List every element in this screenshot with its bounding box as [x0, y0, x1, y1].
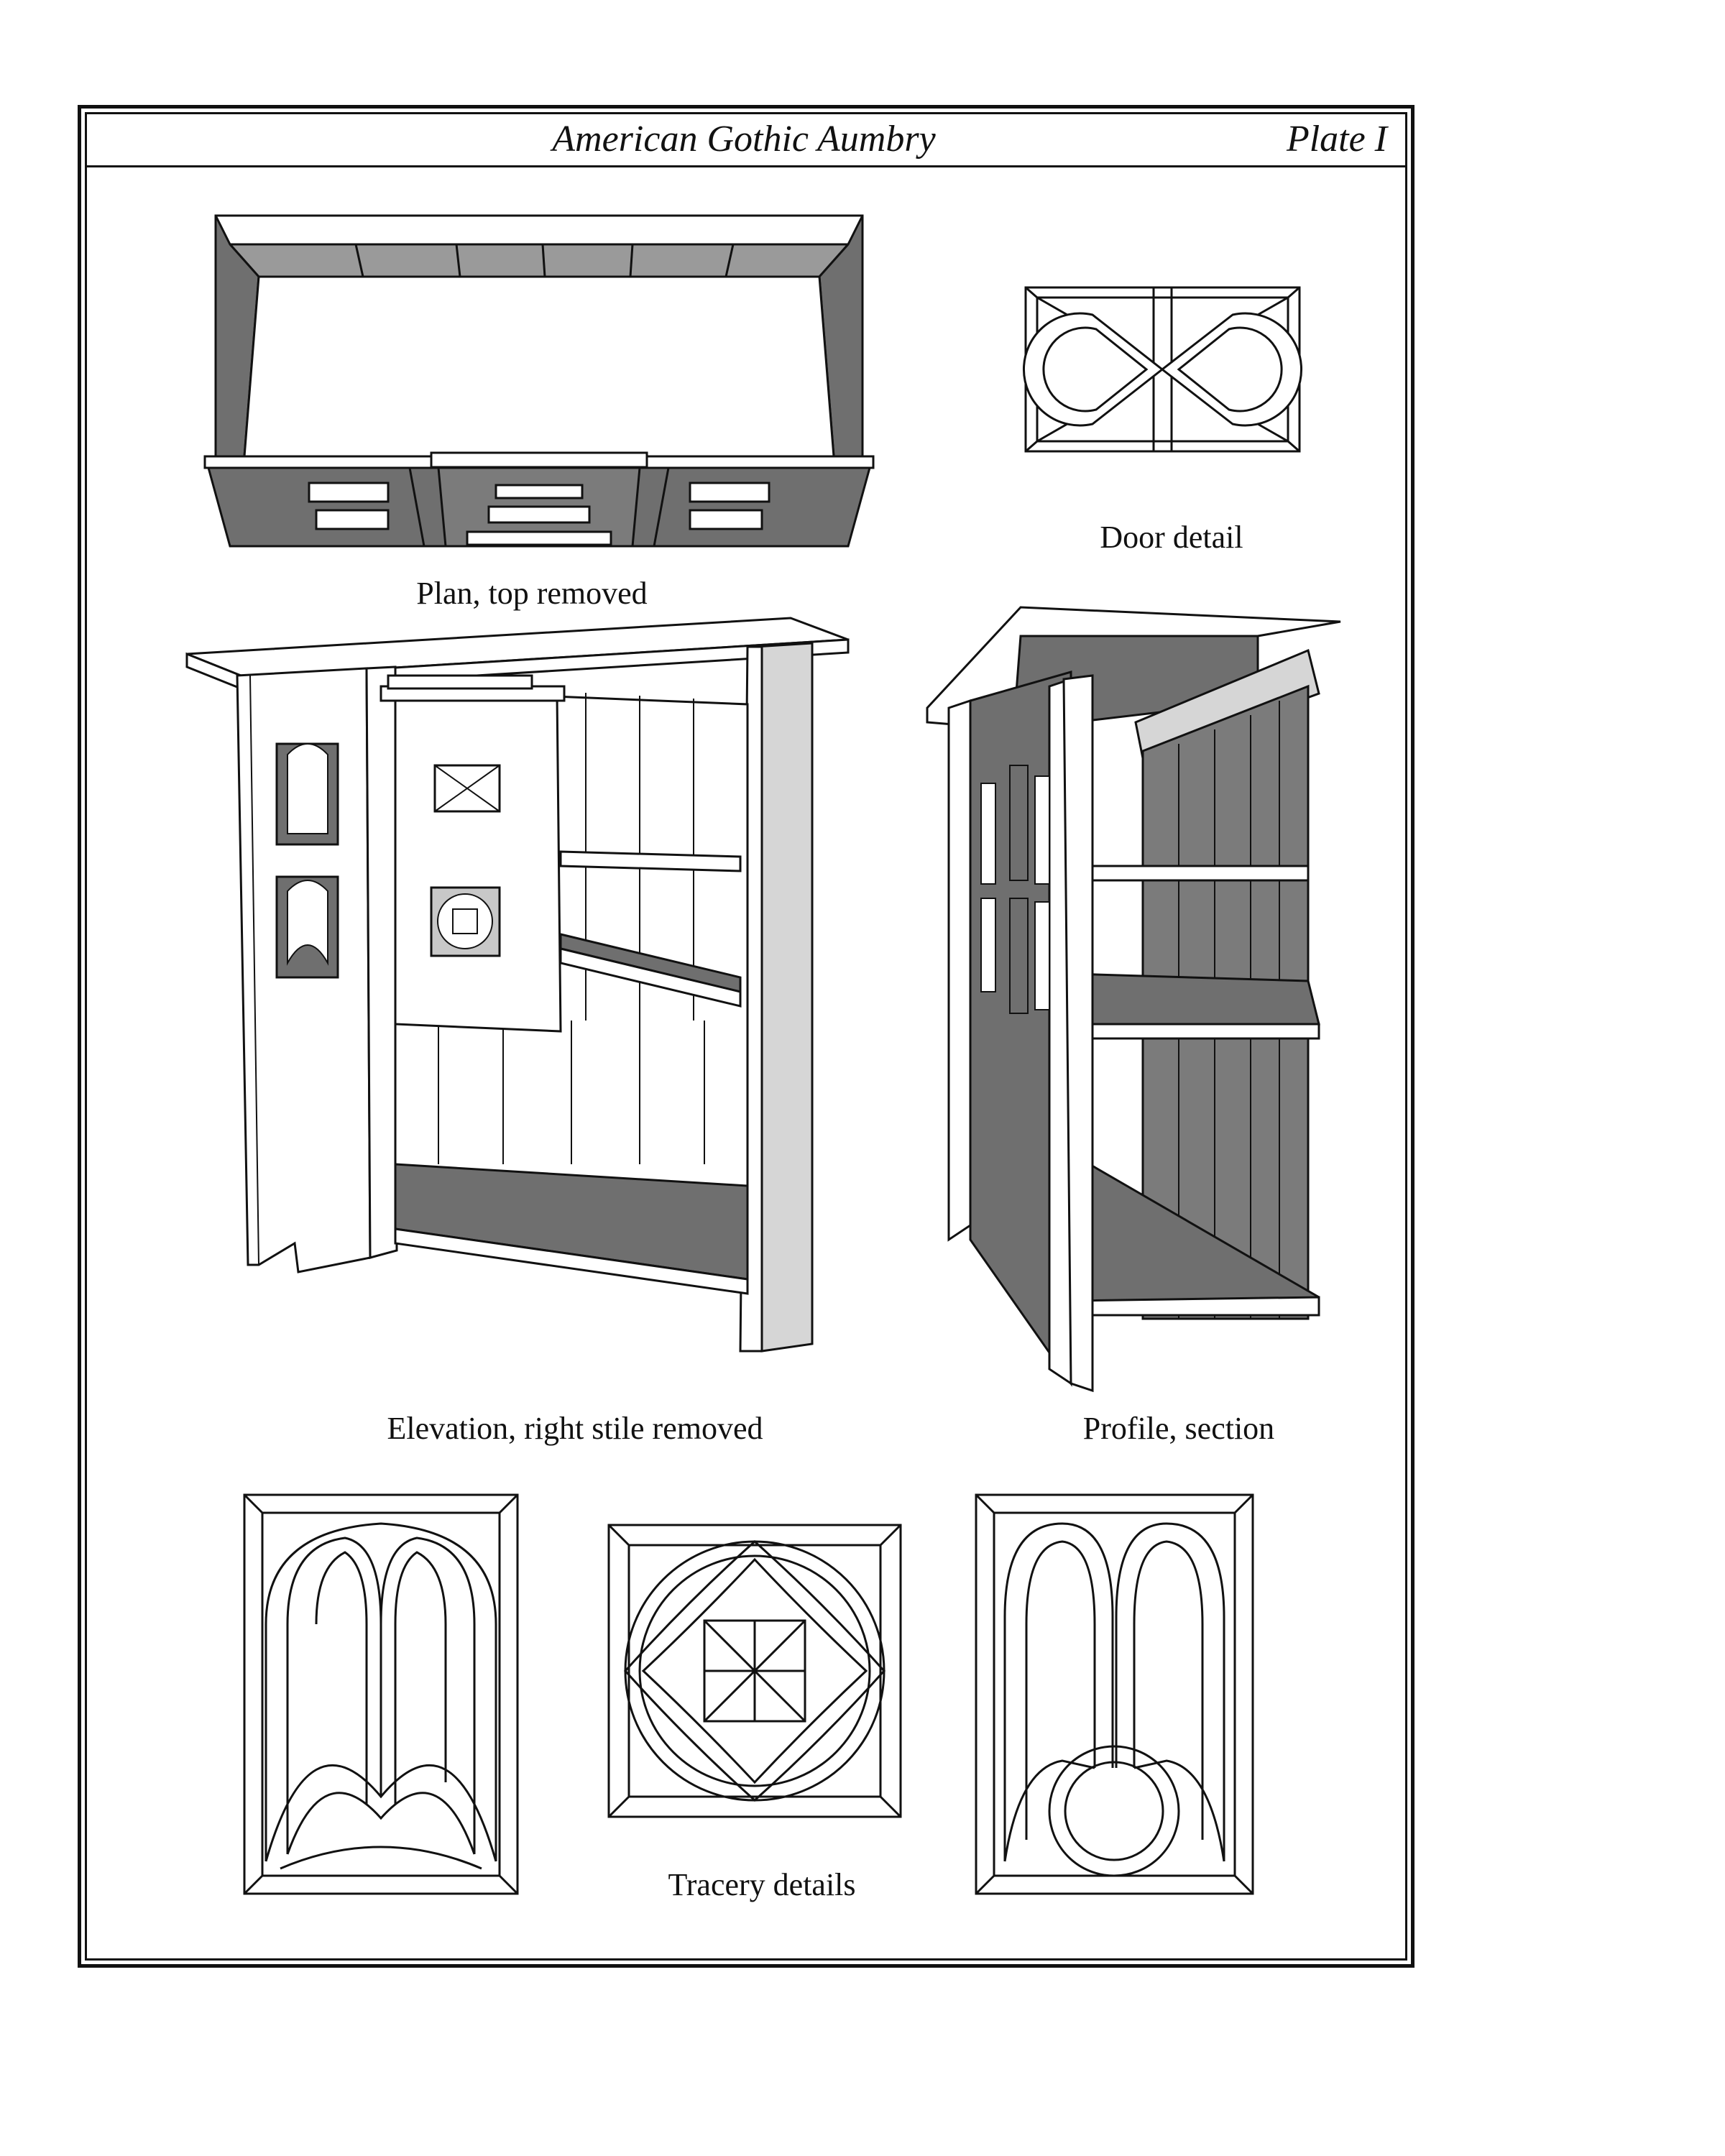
caption-profile: Profile, section — [1082, 1411, 1275, 1446]
caption-door-detail: Door detail — [1100, 520, 1243, 555]
caption-elevation: Elevation, right stile removed — [387, 1411, 763, 1446]
plate-title: American Gothic Aumbry — [552, 119, 936, 160]
tracery-detail-right — [976, 1495, 1256, 1897]
plan-drawing — [201, 216, 877, 553]
tracery-detail-center — [607, 1524, 902, 1818]
caption-tracery: Tracery details — [668, 1867, 856, 1902]
door-detail-drawing — [1024, 286, 1301, 453]
elevation-drawing — [187, 618, 855, 1358]
header-rule — [85, 165, 1407, 167]
profile-drawing — [927, 607, 1348, 1405]
tracery-detail-left — [237, 1495, 518, 1897]
caption-plan: Plan, top removed — [416, 576, 648, 611]
plate-inner-border — [85, 112, 1407, 1961]
plate-outer-border — [78, 105, 1414, 1968]
plate-number: Plate I — [1286, 119, 1387, 160]
